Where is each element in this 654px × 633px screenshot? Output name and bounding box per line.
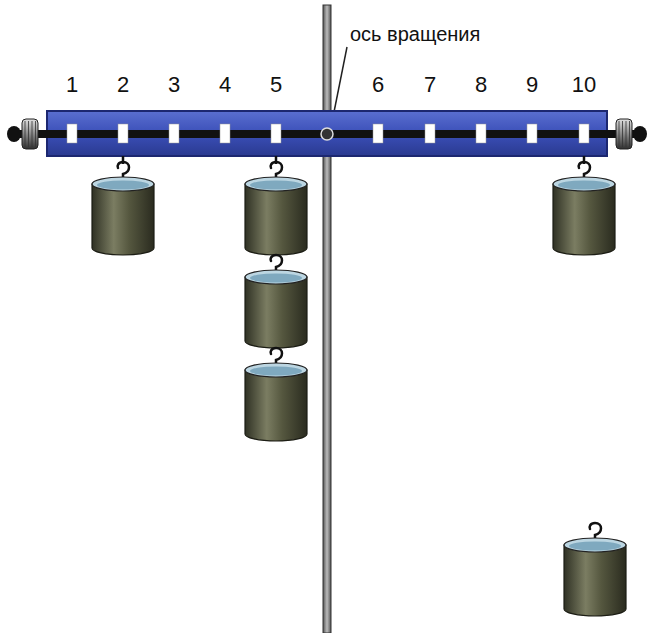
end-knob: [7, 119, 38, 149]
beam-slot: [67, 124, 77, 143]
beam-slot: [476, 124, 486, 143]
beam-slot: [579, 124, 589, 143]
position-number: 1: [66, 74, 78, 96]
beam-slot: [425, 124, 435, 143]
weight: [564, 523, 626, 616]
beam-slot: [118, 124, 128, 143]
beam-slot: [169, 124, 179, 143]
beam-slots: [67, 124, 589, 143]
beam-slot: [271, 124, 281, 143]
position-number: 3: [168, 74, 180, 96]
stand-rod: [323, 5, 331, 633]
beam-slot: [220, 124, 230, 143]
end-knobs: [7, 119, 647, 149]
weights: [92, 156, 626, 616]
position-number: 2: [117, 74, 129, 96]
weight: [245, 348, 307, 441]
weight: [553, 156, 615, 255]
position-number: 6: [372, 74, 384, 96]
position-number: 10: [572, 74, 596, 96]
weight: [92, 156, 154, 255]
beam-slot: [373, 124, 383, 143]
position-number: 5: [270, 74, 282, 96]
beam-slot: [527, 124, 537, 143]
end-knob: [616, 119, 647, 149]
axis-label: ось вращения: [350, 24, 480, 44]
weight: [245, 156, 307, 255]
position-number: 7: [424, 74, 436, 96]
position-number: 4: [219, 74, 231, 96]
position-number: 9: [526, 74, 538, 96]
pivot-axis: [321, 128, 333, 140]
weight: [245, 255, 307, 348]
position-number: 8: [475, 74, 487, 96]
